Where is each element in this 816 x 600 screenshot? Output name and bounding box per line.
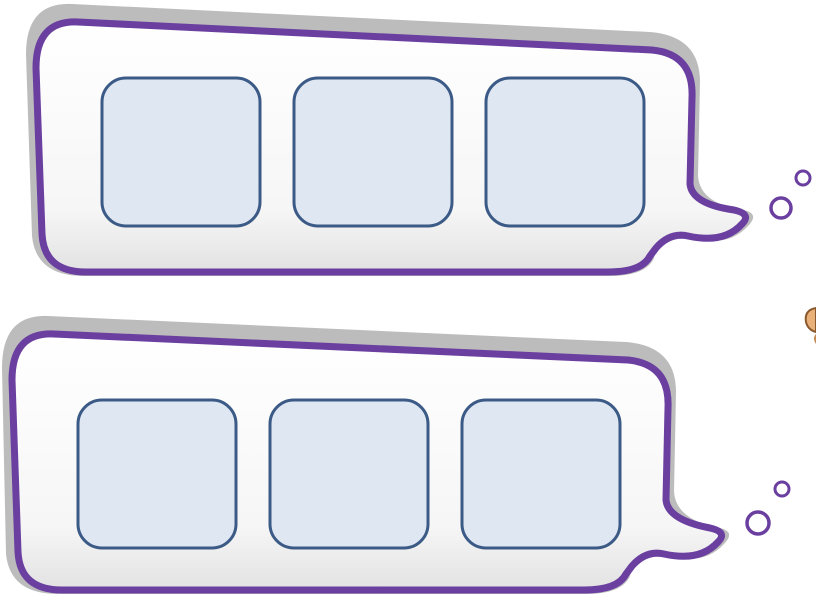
thought-dot-small: [775, 482, 789, 496]
slot-2[interactable]: [294, 78, 452, 226]
thought-dot-large: [771, 198, 791, 218]
thought-bubble-top: [26, 4, 810, 276]
thought-dot-large: [747, 512, 769, 534]
slot-3[interactable]: [486, 78, 644, 226]
partial-character-icon: [806, 308, 816, 344]
slot-3[interactable]: [462, 400, 620, 548]
slot-1[interactable]: [78, 400, 236, 548]
slot-1[interactable]: [102, 78, 260, 226]
thought-dot-small: [796, 171, 810, 185]
slot-2[interactable]: [270, 400, 428, 548]
thought-bubble-bottom: [2, 316, 789, 594]
